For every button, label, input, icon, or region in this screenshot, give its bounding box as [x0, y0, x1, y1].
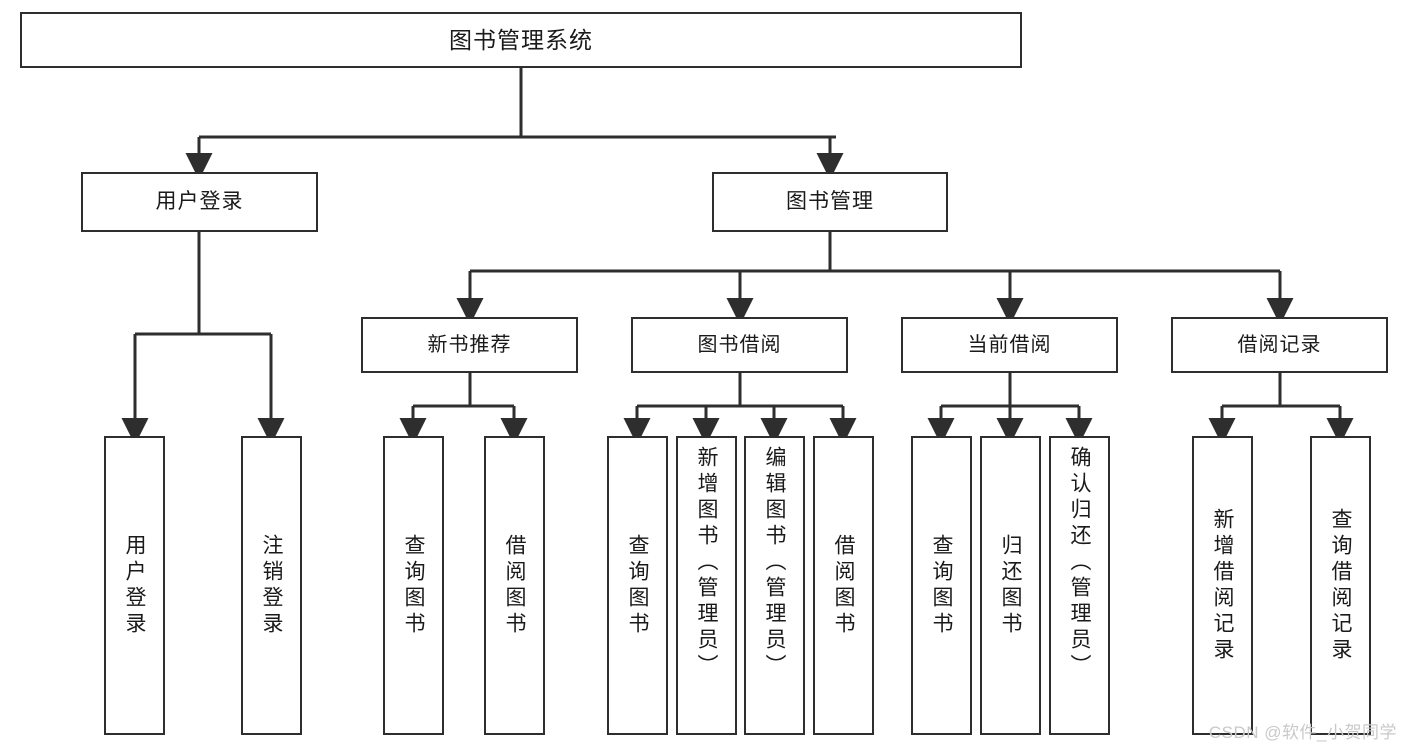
- leaf-current-confirm-return[interactable]: 确认归还（管理员）: [1049, 436, 1110, 735]
- leaf-records-add[interactable]: 新增借阅记录: [1192, 436, 1253, 735]
- leaf-newbook-borrow[interactable]: 借阅图书: [484, 436, 545, 735]
- leaf-borrow-edit-book-label: 编辑图书（管理员）: [763, 446, 786, 680]
- node-user-login-label: 用户登录: [155, 189, 244, 213]
- node-book-management-label: 图书管理: [786, 189, 874, 213]
- node-borrow-records-label: 借阅记录: [1237, 333, 1322, 356]
- leaf-borrow-query-book-label: 查询图书: [626, 533, 649, 638]
- leaf-current-query-book[interactable]: 查询图书: [911, 436, 972, 735]
- leaf-borrow-query-book[interactable]: 查询图书: [607, 436, 668, 735]
- leaf-borrow-borrow-book-label: 借阅图书: [832, 533, 855, 638]
- node-book-management[interactable]: 图书管理: [712, 172, 948, 232]
- node-new-book-recommend-label: 新书推荐: [427, 333, 512, 356]
- leaf-newbook-query[interactable]: 查询图书: [383, 436, 444, 735]
- leaf-newbook-query-label: 查询图书: [402, 533, 425, 638]
- node-root-label: 图书管理系统: [449, 26, 593, 53]
- leaf-user-login[interactable]: 用户登录: [104, 436, 165, 735]
- leaf-borrow-edit-book[interactable]: 编辑图书（管理员）: [744, 436, 805, 735]
- node-new-book-recommend[interactable]: 新书推荐: [361, 317, 578, 373]
- node-current-borrow[interactable]: 当前借阅: [901, 317, 1118, 373]
- leaf-current-query-book-label: 查询图书: [930, 533, 953, 638]
- leaf-user-login-label: 用户登录: [123, 533, 146, 638]
- node-root[interactable]: 图书管理系统: [20, 12, 1022, 68]
- node-borrow-records[interactable]: 借阅记录: [1171, 317, 1388, 373]
- leaf-borrow-borrow-book[interactable]: 借阅图书: [813, 436, 874, 735]
- leaf-records-query[interactable]: 查询借阅记录: [1310, 436, 1371, 735]
- leaf-current-confirm-return-label: 确认归还（管理员）: [1068, 446, 1091, 680]
- leaf-records-query-label: 查询借阅记录: [1329, 507, 1352, 664]
- leaf-borrow-add-book-label: 新增图书（管理员）: [695, 446, 718, 680]
- node-book-borrow-label: 图书借阅: [697, 333, 782, 356]
- node-book-borrow[interactable]: 图书借阅: [631, 317, 848, 373]
- leaf-newbook-borrow-label: 借阅图书: [503, 533, 526, 638]
- leaf-current-return-book-label: 归还图书: [999, 533, 1022, 638]
- node-user-login[interactable]: 用户登录: [81, 172, 318, 232]
- leaf-records-add-label: 新增借阅记录: [1211, 507, 1234, 664]
- node-current-borrow-label: 当前借阅: [967, 333, 1052, 356]
- leaf-borrow-add-book[interactable]: 新增图书（管理员）: [676, 436, 737, 735]
- leaf-user-logout-label: 注销登录: [260, 533, 283, 638]
- leaf-current-return-book[interactable]: 归还图书: [980, 436, 1041, 735]
- leaf-user-logout[interactable]: 注销登录: [241, 436, 302, 735]
